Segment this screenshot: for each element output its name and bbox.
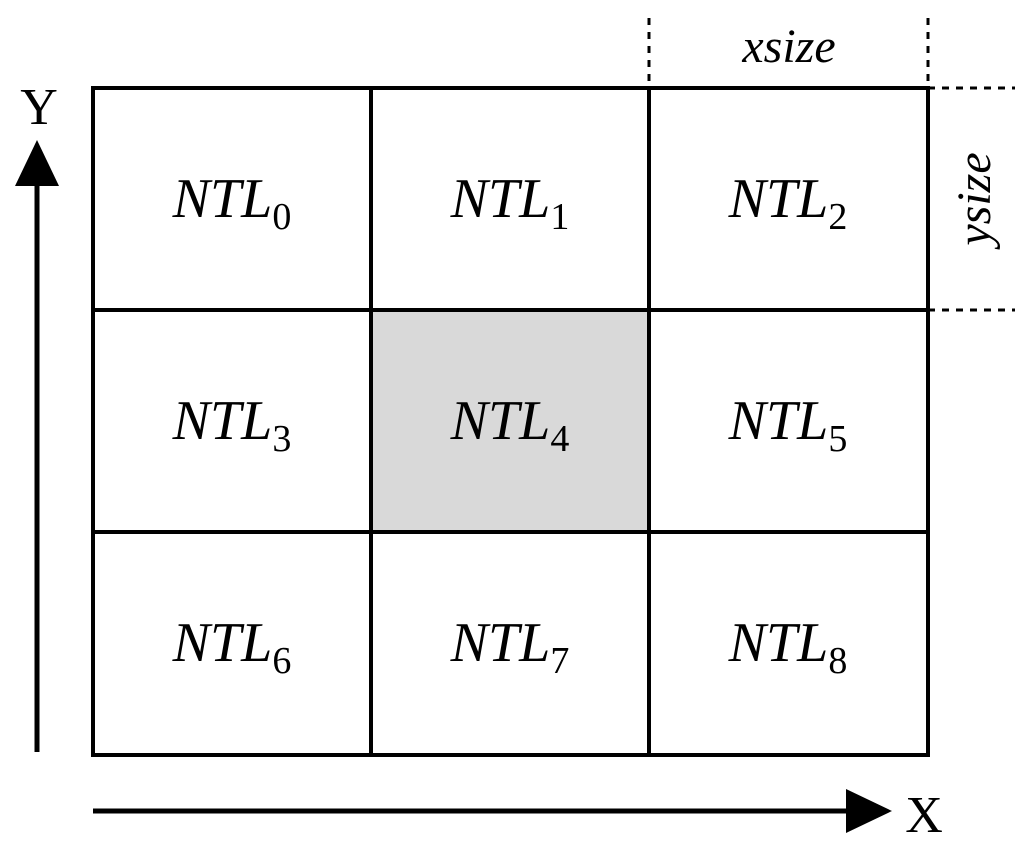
cell-label-ntl1: NTL1 <box>450 168 570 238</box>
y-axis-arrowhead <box>15 140 59 186</box>
x-axis-label: X <box>905 787 943 844</box>
cell-label-index: 7 <box>550 640 569 682</box>
ysize-label: ysize <box>948 152 1001 250</box>
cell-label-index: 2 <box>828 196 847 238</box>
y-axis-label: Y <box>20 79 58 136</box>
cell-label-index: 6 <box>272 640 291 682</box>
cell-label-ntl2: NTL2 <box>728 168 848 238</box>
grid-lines <box>91 86 930 757</box>
cell-label-index: 4 <box>550 418 569 460</box>
dimension-guides <box>647 18 1015 312</box>
cell-label-ntl4: NTL4 <box>450 390 570 460</box>
cell-label-index: 5 <box>828 418 847 460</box>
xsize-label: xsize <box>741 20 835 73</box>
cell-label-index: 0 <box>272 196 291 238</box>
cell-label-prefix: NTL <box>450 390 551 452</box>
cell-label-prefix: NTL <box>172 168 273 230</box>
cell-label-prefix: NTL <box>450 168 551 230</box>
cell-label-ntl8: NTL8 <box>728 612 848 682</box>
cell-label-prefix: NTL <box>172 612 273 674</box>
cell-label-ntl6: NTL6 <box>172 612 292 682</box>
y-axis: Y <box>15 79 59 752</box>
grid-outer-border <box>91 86 930 757</box>
cell-label-index: 8 <box>828 640 847 682</box>
cell-label-index: 3 <box>272 418 291 460</box>
cell-label-prefix: NTL <box>728 612 829 674</box>
cell-highlight <box>371 310 649 532</box>
cell-label-ntl7: NTL7 <box>450 612 570 682</box>
cell-label-ntl5: NTL5 <box>728 390 848 460</box>
cell-label-prefix: NTL <box>728 168 829 230</box>
cell-label-index: 1 <box>550 196 569 238</box>
cell-label-ntl3: NTL3 <box>172 390 292 460</box>
cell-label-prefix: NTL <box>172 390 273 452</box>
x-axis: X <box>93 787 943 844</box>
cell-label-ntl0: NTL0 <box>172 168 292 238</box>
cell-label-prefix: NTL <box>450 612 551 674</box>
cell-label-prefix: NTL <box>728 390 829 452</box>
x-axis-arrowhead <box>846 789 892 833</box>
